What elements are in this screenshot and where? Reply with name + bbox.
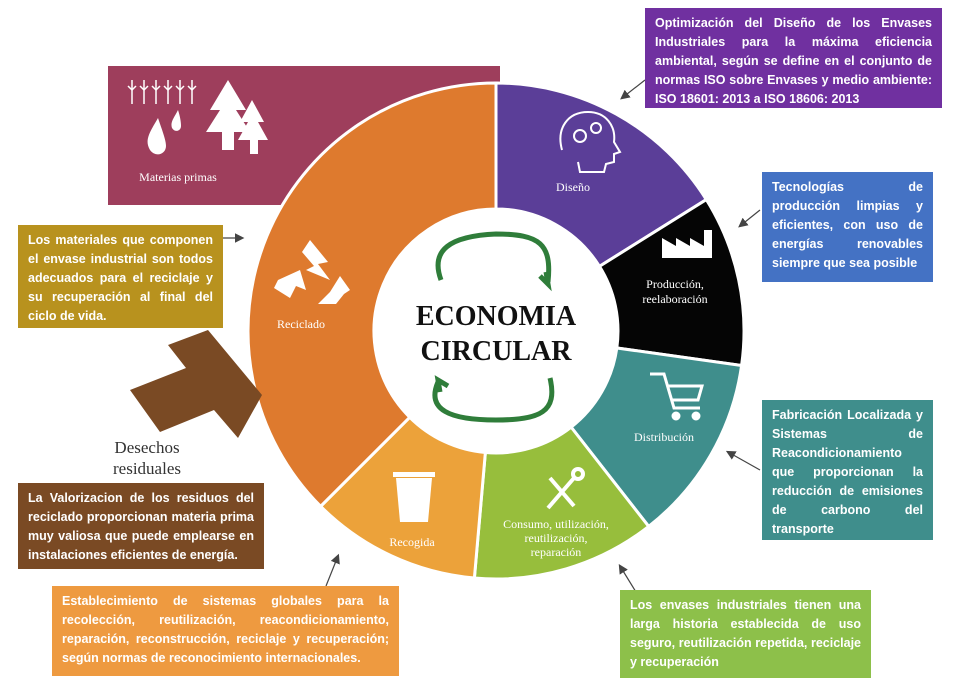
center-arrows (432, 231, 555, 423)
center-bottom-arrow-head (434, 375, 450, 393)
center-top-arrow (435, 231, 552, 283)
recycle-bin-icon (393, 472, 435, 522)
diseno-connector (620, 79, 646, 100)
center-title-line1: ECONOMIA (416, 301, 577, 332)
head-gears-icon (559, 110, 622, 173)
recycle-icon (274, 240, 350, 304)
waste-label-line2: residuales (113, 459, 181, 478)
distribucion-note: Fabricación Localizada y Sistemas de Rea… (762, 400, 933, 540)
wheat-icon (127, 80, 197, 104)
consumo-connector (618, 563, 637, 593)
desechos-note: La Valorizacion de los residuos del reci… (18, 483, 264, 569)
consumo-label: Consumo, utilización,reutilización,repar… (503, 517, 609, 559)
shopping-cart-icon (650, 372, 704, 421)
distribucion-connector (725, 450, 761, 471)
produccion-label: Producción,reelaboración (642, 277, 707, 306)
recogida-note: Establecimiento de sistemas globales par… (52, 586, 399, 676)
factory-icon (662, 230, 712, 258)
center-title-line2: CIRCULAR (421, 336, 573, 367)
wrench-screwdriver-icon (546, 467, 585, 510)
center-bottom-arrow (432, 377, 555, 423)
waste-arrow (130, 330, 262, 438)
recogida-connector (325, 553, 340, 587)
water-drops-icon (147, 110, 181, 155)
reciclado-note: Los materiales que componen el envase in… (18, 225, 223, 328)
consumo-note: Los envases industriales tienen una larg… (620, 590, 871, 678)
recogida-label: Recogida (389, 535, 435, 549)
center-top-arrow-head (538, 271, 552, 292)
waste-label-line1: Desechos (114, 438, 179, 457)
produccion-note: Tecnologías de producción limpias y efic… (762, 172, 933, 282)
produccion-connector (738, 209, 761, 228)
materias-primas-label: Materias primas (139, 170, 217, 184)
pine-trees-icon (206, 80, 268, 154)
diseno-label: Diseño (556, 180, 590, 194)
reciclado-label: Reciclado (277, 317, 325, 331)
distribucion-label: Distribución (634, 430, 694, 444)
diseno-note: Optimización del Diseño de los Envases I… (645, 8, 942, 108)
